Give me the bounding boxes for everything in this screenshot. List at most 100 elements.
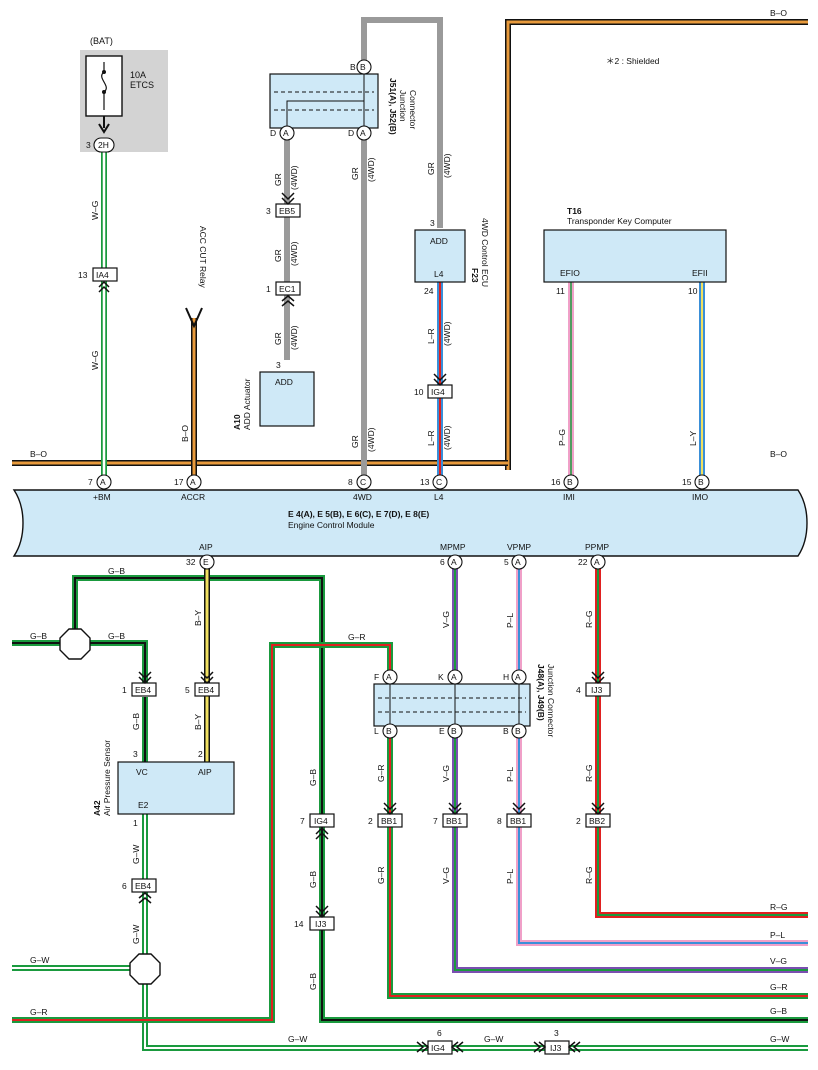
conn-ij3-mid-pin: 14 <box>294 919 304 929</box>
air-sensor-pin-aip: 2 <box>198 749 203 759</box>
ecm-pin-13-label: L4 <box>434 492 444 502</box>
wire-label-by-1: B–Y <box>193 610 203 626</box>
ecm-subtitle: Engine Control Module <box>288 520 375 530</box>
transponder-key-computer <box>543 229 727 283</box>
ecu-4wd-term-l4: L4 <box>434 269 444 279</box>
wire-label-bo-acc: B–O <box>180 425 190 442</box>
wire-label-gr-4: GR <box>350 167 360 180</box>
junction-bottom-bot-pin-b-letter: B <box>515 726 521 736</box>
conn-ig4-mid-name: IG4 <box>314 816 328 826</box>
junction-top-pin-b-num: B <box>350 62 356 72</box>
fuse-name-label: ETCS <box>130 80 154 90</box>
ecm-pin-16-letter: B <box>567 477 573 487</box>
air-pressure-sensor <box>117 761 235 815</box>
wire-label-pl-right: P–L <box>770 930 785 940</box>
wire-p-l <box>516 568 808 946</box>
air-sensor-code: A42 <box>92 800 102 816</box>
ecm-pin-22-letter: A <box>594 557 600 567</box>
wire-label-gr-1: GR <box>273 173 283 186</box>
ecm-pin-15-letter: B <box>698 477 704 487</box>
junction-top-pin-right-letter: A <box>360 128 366 138</box>
conn-bb2-name: BB2 <box>589 816 605 826</box>
ecm-pin-17-num: 17 <box>174 477 184 487</box>
ecm-pin-32-label: AIP <box>199 542 213 552</box>
air-sensor-term-aip: AIP <box>198 767 212 777</box>
wire-label-gr-5: GR <box>350 435 360 448</box>
conn-ec1-name: EC1 <box>279 284 296 294</box>
wire-label-by-2: B–Y <box>193 714 203 730</box>
junction-bottom-bot-pin-l-letter: B <box>386 726 392 736</box>
wire-label-4wd-1: (4WD) <box>289 165 299 190</box>
ecm-top-pins <box>96 474 710 490</box>
wire-label-gw-1: G–W <box>131 845 141 864</box>
ecm-pin-13-num: 13 <box>420 477 430 487</box>
acc-cut-relay-arrow <box>185 307 203 329</box>
ecm-pin-5-label: VPMP <box>507 542 531 552</box>
wire-label-gw-2: G–W <box>131 925 141 944</box>
wire-label-4wd-2: (4WD) <box>289 241 299 266</box>
conn-eb4-a-name: EB4 <box>135 685 151 695</box>
acc-cut-relay-label: ACC CUT Relay <box>198 226 208 288</box>
ecm-pin-32-num: 32 <box>186 557 196 567</box>
wire-label-vg-1: V–G <box>441 611 451 628</box>
engine-control-module <box>12 489 808 557</box>
ecm-pin-5-letter: A <box>515 557 521 567</box>
ecm-title: E 4(A), E 5(B), E 6(C), E 7(D), E 8(E) <box>288 509 429 519</box>
wire-label-rg-1: R–G <box>584 611 594 628</box>
air-sensor-pin-e2: 1 <box>133 818 138 828</box>
wire-label-pg: P–G <box>557 429 567 446</box>
wire-label-gr-right: G–R <box>770 982 787 992</box>
conn-bb1-c-pin: 8 <box>497 816 502 826</box>
fuse-connector-label: 2H <box>98 140 109 150</box>
ecm-pin-17-letter: A <box>190 477 196 487</box>
wire-label-gr-dash-3: G–R <box>376 867 386 884</box>
wire-label-gb-left: G–B <box>30 631 47 641</box>
wire-label-gw-right: G–W <box>770 1034 789 1044</box>
junction-bottom-top-pin-f-num: F <box>374 672 379 682</box>
fuse-connector-2h <box>93 137 115 153</box>
4wd-control-ecu <box>414 229 466 283</box>
transponder-term-efio: EFIO <box>560 268 580 278</box>
wire-label-gb-top: G–B <box>108 566 125 576</box>
splice-g-w <box>129 953 161 985</box>
fuse-pin-number: 3 <box>86 140 91 150</box>
junction-bottom-top-pin-h-letter: A <box>515 672 521 682</box>
fuse-source-label: (BAT) <box>90 36 113 46</box>
junction-bottom-bot-pin-b-num: B <box>503 726 509 736</box>
wire-label-rg-right: R–G <box>770 902 787 912</box>
conn-eb5-pin: 3 <box>266 206 271 216</box>
wire-label-ly: L–Y <box>688 431 698 446</box>
junction-bottom-top-pin-h-num: H <box>503 672 509 682</box>
wire-label-4wd-7: (4WD) <box>442 321 452 346</box>
air-sensor-pin-vc: 3 <box>133 749 138 759</box>
conn-ig4-bot-name: IG4 <box>431 1043 445 1053</box>
wire-label-rg-2: R–G <box>584 765 594 782</box>
wire-label-gw-bottom-mid: G–W <box>484 1034 503 1044</box>
conn-ec1-pin: 1 <box>266 284 271 294</box>
conn-eb4-c-name: EB4 <box>135 881 151 891</box>
conn-eb4-c-pin: 6 <box>122 881 127 891</box>
ecu-4wd-term-add: ADD <box>430 236 448 246</box>
transponder-term-efii: EFII <box>692 268 708 278</box>
wire-label-pl-3: P–L <box>505 869 515 884</box>
ecm-pin-22-label: PPMP <box>585 542 609 552</box>
conn-ij3-bot-name: IJ3 <box>550 1043 562 1053</box>
connector-boxes <box>92 203 611 1055</box>
wire-label-gr-dash-top: G–R <box>348 632 365 642</box>
wire-label-wg-2: W–G <box>90 351 100 370</box>
conn-ig4-bot-pin: 6 <box>437 1028 442 1038</box>
wire-b-o-main <box>12 19 808 470</box>
transponder-pin-11: 11 <box>556 286 565 296</box>
wire-label-4wd-5: (4WD) <box>366 427 376 452</box>
conn-eb4-a-pin: 1 <box>122 685 127 695</box>
junction-bottom-name: Junction Connector <box>546 664 556 737</box>
ecm-pin-32-letter: E <box>203 557 209 567</box>
wire-label-4wd-8: (4WD) <box>442 425 452 450</box>
conn-ij3-bot-pin: 3 <box>554 1028 559 1038</box>
junction-bottom-bot-pin-e-letter: B <box>451 726 457 736</box>
transponder-code: T16 <box>567 206 582 216</box>
conn-ia4-pin: 13 <box>78 270 88 280</box>
conn-ij3-r-name: IJ3 <box>591 685 603 695</box>
conn-eb4-b-pin: 5 <box>185 685 190 695</box>
